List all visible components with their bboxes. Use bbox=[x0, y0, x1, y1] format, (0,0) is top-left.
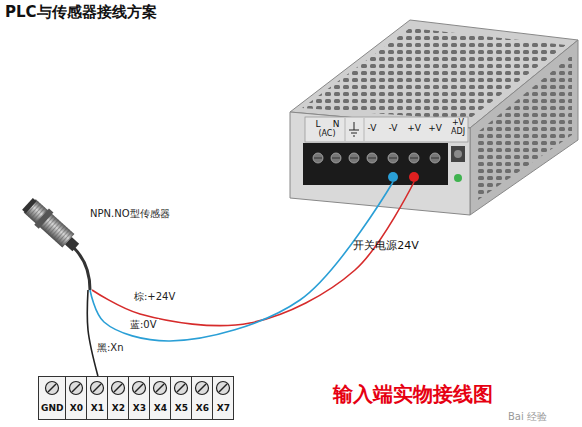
terminal-cell: X7 bbox=[213, 377, 233, 419]
pin-label: X3 bbox=[133, 403, 146, 413]
pin-label: GND bbox=[41, 403, 63, 413]
terminal-cell: X1 bbox=[87, 377, 108, 419]
pin-label: X5 bbox=[175, 403, 188, 413]
screw-symbol bbox=[110, 377, 126, 399]
device-label: NPN.NO型传感器 bbox=[90, 208, 170, 219]
terminal-label: N bbox=[333, 120, 340, 130]
sensor: NPN.NO型传感器 bbox=[28, 200, 198, 290]
terminal-label: (AC) bbox=[318, 130, 335, 139]
terminal-cell: X5 bbox=[171, 377, 192, 419]
pin-label: X7 bbox=[217, 403, 230, 413]
terminal-cell: X3 bbox=[129, 377, 150, 419]
pin-label: X0 bbox=[70, 403, 83, 413]
screw-symbol bbox=[131, 377, 147, 399]
wire bbox=[92, 182, 414, 326]
pin-label: X6 bbox=[196, 403, 209, 413]
caption: 输入端实物接线图 bbox=[333, 383, 493, 405]
sensor-cable bbox=[74, 248, 90, 290]
title: PLC与传感器接线方案 bbox=[5, 4, 157, 21]
sensor-body bbox=[20, 196, 83, 256]
terminal-cell: GND bbox=[39, 377, 66, 419]
terminal-strip: GND X0 X1 X2 X3 X4 X5 X6 X7 bbox=[38, 376, 234, 420]
wire-label: 蓝:0V bbox=[128, 319, 159, 330]
screw-symbol bbox=[44, 377, 60, 399]
screw-symbol bbox=[68, 377, 84, 399]
screw-symbol bbox=[194, 377, 210, 399]
pin-label: X1 bbox=[91, 403, 104, 413]
terminal-label: L bbox=[315, 120, 320, 130]
screw-symbol bbox=[173, 377, 189, 399]
pin-label: X4 bbox=[154, 403, 167, 413]
device-label: 开关电源24V bbox=[353, 240, 419, 252]
power-supply-body bbox=[290, 20, 578, 215]
terminal-cell: X6 bbox=[192, 377, 213, 419]
terminal-label: +V bbox=[428, 124, 442, 134]
terminal-cell: X4 bbox=[150, 377, 171, 419]
terminal-cell: X0 bbox=[66, 377, 87, 419]
screw-symbol bbox=[89, 377, 105, 399]
screw-symbol bbox=[215, 377, 231, 399]
terminal-cell: X2 bbox=[108, 377, 129, 419]
wire-label: 棕:+24V bbox=[132, 291, 177, 302]
pin-label: X2 bbox=[112, 403, 125, 413]
wire bbox=[87, 290, 98, 376]
wire bbox=[90, 182, 393, 341]
screw-symbol bbox=[152, 377, 168, 399]
terminal-label: -V bbox=[389, 124, 398, 134]
terminal-label: +V ADJ bbox=[448, 119, 468, 137]
wire-label: 黑:Xn bbox=[95, 342, 126, 353]
watermark: Bai 经验 bbox=[508, 411, 547, 422]
power-supply: 开关电源24VLN(AC)-V-V+V+V+V ADJ bbox=[300, 118, 470, 182]
terminal-label: +V bbox=[407, 124, 421, 134]
terminal-label: -V bbox=[368, 124, 377, 134]
